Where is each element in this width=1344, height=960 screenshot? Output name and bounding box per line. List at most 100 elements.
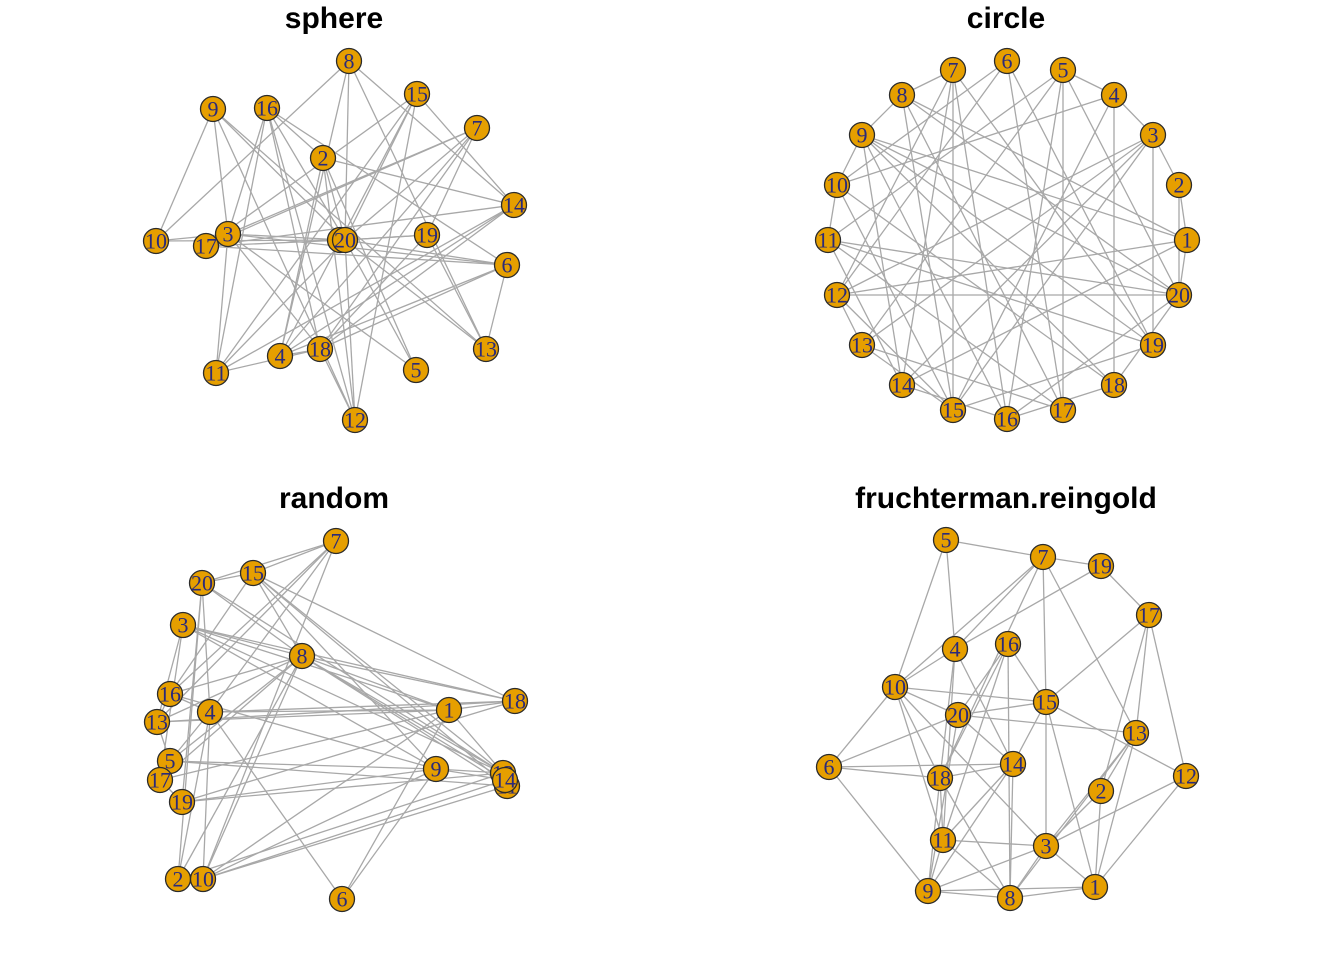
- edge-sphere-9-20: [212, 108, 346, 241]
- edge-fruchterman-reingold-5-10: [894, 539, 947, 688]
- vertex-label-fruchterman-reingold-1: 1: [1090, 875, 1101, 900]
- edge-fruchterman-reingold-14-8: [1009, 763, 1014, 899]
- edge-circle-19-15: [952, 344, 1154, 411]
- edge-sphere-8-4: [279, 60, 350, 357]
- edge-circle-9-20: [861, 134, 1180, 296]
- edge-fruchterman-reingold-18-8: [939, 777, 1011, 899]
- edge-fruchterman-reingold-10-18: [894, 686, 941, 779]
- edge-fruchterman-reingold-17-15: [1045, 614, 1150, 703]
- vertex-label-circle-12: 12: [826, 283, 848, 308]
- vertex-label-fruchterman-reingold-12: 12: [1175, 764, 1197, 789]
- edge-fruchterman-reingold-13-1: [1094, 732, 1137, 888]
- vertex-label-circle-20: 20: [1168, 283, 1190, 308]
- edge-sphere-14-11: [215, 204, 515, 374]
- edge-sphere-3-20: [227, 233, 346, 241]
- edge-circle-20-11: [827, 239, 1180, 296]
- edge-circle-6-19: [1006, 60, 1154, 346]
- vertex-sphere-7: [463, 114, 491, 142]
- edge-circle-17-13: [861, 344, 1064, 411]
- edge-sphere-8-13: [348, 60, 487, 350]
- vertex-fruchterman-reingold-4: [941, 635, 969, 663]
- vertex-sphere-11: [202, 359, 230, 387]
- vertex-circle-7: [939, 56, 967, 84]
- edge-random-8-2: [177, 655, 303, 880]
- vertex-label-fruchterman-reingold-16: 16: [997, 632, 1019, 657]
- vertex-label-sphere-12: 12: [344, 408, 366, 433]
- vertex-sphere-8: [335, 47, 363, 75]
- vertex-label-fruchterman-reingold-3: 3: [1041, 834, 1052, 859]
- vertex-circle-10: [823, 171, 851, 199]
- edge-circle-6-12: [836, 60, 1008, 296]
- vertex-label-sphere-3: 3: [223, 222, 234, 247]
- edge-fruchterman-reingold-13-8: [1009, 732, 1137, 899]
- vertex-circle-6: [993, 47, 1021, 75]
- edge-sphere-2-20: [322, 157, 346, 241]
- vertex-label-sphere-4: 4: [275, 344, 286, 369]
- vertex-random-7: [322, 527, 350, 555]
- vertex-circle-11: [814, 226, 842, 254]
- vertex-label-fruchterman-reingold-19: 19: [1090, 554, 1112, 579]
- edge-circle-7-16: [952, 69, 1008, 420]
- edge-random-7-16: [169, 540, 337, 695]
- panel-title-sphere: sphere: [285, 2, 383, 35]
- edge-sphere-15-4: [279, 93, 418, 357]
- edges-circle: [827, 60, 1188, 420]
- vertex-label-fruchterman-reingold-9: 9: [923, 879, 934, 904]
- vertex-label-sphere-6: 6: [502, 253, 513, 278]
- edge-sphere-20-11: [215, 239, 346, 374]
- edge-sphere-6-17: [205, 245, 508, 266]
- edge-fruchterman-reingold-11-3: [942, 839, 1047, 847]
- edge-random-8-13: [156, 655, 303, 723]
- vertex-circle-16: [993, 405, 1021, 433]
- edge-sphere-3-6: [227, 233, 508, 266]
- vertex-fruchterman-reingold-20: [944, 701, 972, 729]
- edge-sphere-7-20: [344, 127, 478, 241]
- edge-fruchterman-reingold-6-14: [828, 763, 1014, 768]
- vertex-random-15: [239, 559, 267, 587]
- edge-fruchterman-reingold-15-12: [1045, 701, 1187, 777]
- vertex-label-fruchterman-reingold-6: 6: [824, 755, 835, 780]
- vertex-circle-3: [1139, 121, 1167, 149]
- edge-fruchterman-reingold-15-1: [1045, 701, 1096, 888]
- edge-random-10-14: [202, 779, 506, 880]
- edge-random-20-4: [201, 582, 211, 713]
- edge-sphere-14-4: [279, 204, 515, 357]
- vertex-sphere-20: [331, 226, 359, 254]
- edge-circle-5-16: [1006, 69, 1064, 420]
- edges-fruchterman-reingold: [828, 539, 1187, 899]
- edge-random-7-13: [156, 540, 337, 723]
- vertex-label-circle-19: 19: [1142, 333, 1164, 358]
- edge-sphere-3-16: [227, 107, 268, 235]
- edge-circle-6-17: [1006, 60, 1064, 411]
- edge-fruchterman-reingold-2-1: [1094, 790, 1102, 888]
- vertex-fruchterman-reingold-2: [1087, 777, 1115, 805]
- edge-random-8-12: [301, 655, 504, 774]
- vertex-label-fruchterman-reingold-20: 20: [947, 703, 969, 728]
- edge-sphere-2-5: [322, 157, 417, 371]
- edge-random-19-12: [181, 772, 504, 803]
- edge-fruchterman-reingold-8-1: [1009, 886, 1096, 899]
- vertex-label-sphere-14: 14: [503, 193, 525, 218]
- vertex-label-sphere-2: 2: [318, 146, 329, 171]
- edge-random-19-9: [181, 768, 437, 803]
- edge-fruchterman-reingold-16-20: [957, 643, 1009, 716]
- edge-sphere-7-19: [426, 127, 478, 236]
- vertex-circle-13: [848, 331, 876, 359]
- vertex-label-fruchterman-reingold-14: 14: [1002, 752, 1024, 777]
- vertex-circle-2: [1165, 171, 1193, 199]
- vertex-circle-15: [939, 396, 967, 424]
- vertex-label-random-14: 14: [494, 768, 516, 793]
- panel-title-circle: circle: [967, 2, 1045, 35]
- vertex-fruchterman-reingold-11: [929, 826, 957, 854]
- edge-circle-17-11: [827, 239, 1064, 411]
- edge-random-10-11: [202, 785, 508, 880]
- edges-sphere: [155, 60, 515, 421]
- vertex-label-sphere-11: 11: [205, 361, 226, 386]
- vertex-circle-19: [1139, 331, 1167, 359]
- vertex-label-circle-7: 7: [948, 58, 959, 83]
- vertex-circle-12: [823, 281, 851, 309]
- edge-sphere-10-8: [155, 60, 350, 242]
